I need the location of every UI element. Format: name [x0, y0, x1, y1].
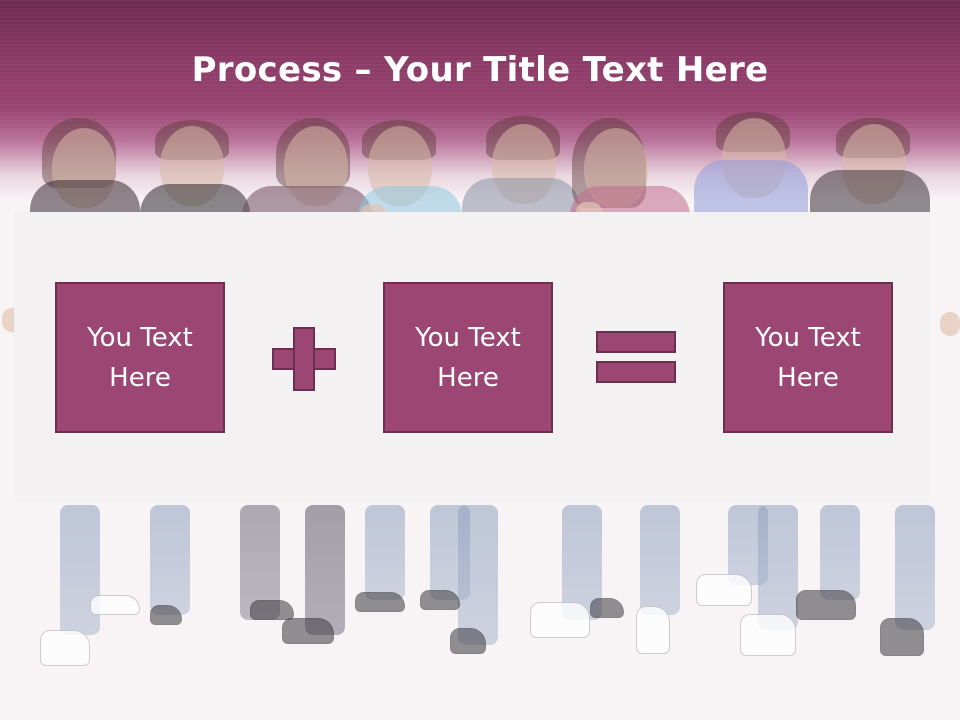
shoe: [530, 602, 590, 638]
slide-title-rest: – Your Title Text Here: [342, 50, 769, 90]
leg: [240, 505, 280, 620]
leg: [150, 505, 190, 615]
shoe: [150, 605, 182, 625]
leg: [60, 505, 100, 635]
equals-top-bar: [596, 331, 676, 353]
process-box-2[interactable]: You Text Here: [383, 282, 553, 433]
shoe: [740, 614, 796, 656]
equals-bottom-bar: [596, 361, 676, 383]
process-box-1[interactable]: You Text Here: [55, 282, 225, 433]
header-stripes: [0, 0, 960, 130]
header-band: [0, 0, 960, 200]
leg: [640, 505, 680, 615]
shoe: [696, 574, 752, 606]
slide-title: Process – Your Title Text Here: [0, 50, 960, 90]
shoe: [355, 592, 405, 612]
plus-icon: [272, 327, 336, 391]
leg: [728, 505, 768, 585]
shoe: [90, 595, 140, 615]
shoe: [796, 590, 856, 620]
leg: [820, 505, 860, 600]
shoe: [40, 630, 90, 666]
shoe: [250, 600, 294, 620]
process-box-label: You Text Here: [755, 322, 861, 393]
shoe: [590, 598, 624, 618]
leg: [895, 505, 935, 630]
hand: [940, 312, 960, 336]
shoe: [420, 590, 460, 610]
leg: [758, 505, 798, 630]
leg: [430, 505, 470, 600]
process-box-3[interactable]: You Text Here: [723, 282, 893, 433]
leg: [562, 505, 602, 620]
process-box-label: You Text Here: [415, 322, 521, 393]
shoe: [880, 618, 924, 656]
shoe: [450, 628, 486, 654]
leg: [365, 505, 405, 600]
process-box-label: You Text Here: [87, 322, 193, 393]
shoe: [636, 606, 670, 654]
shoe: [282, 618, 334, 644]
leg: [305, 505, 345, 635]
slide-title-bold: Process: [191, 50, 343, 90]
plus-center: [295, 350, 313, 368]
leg: [458, 505, 498, 645]
